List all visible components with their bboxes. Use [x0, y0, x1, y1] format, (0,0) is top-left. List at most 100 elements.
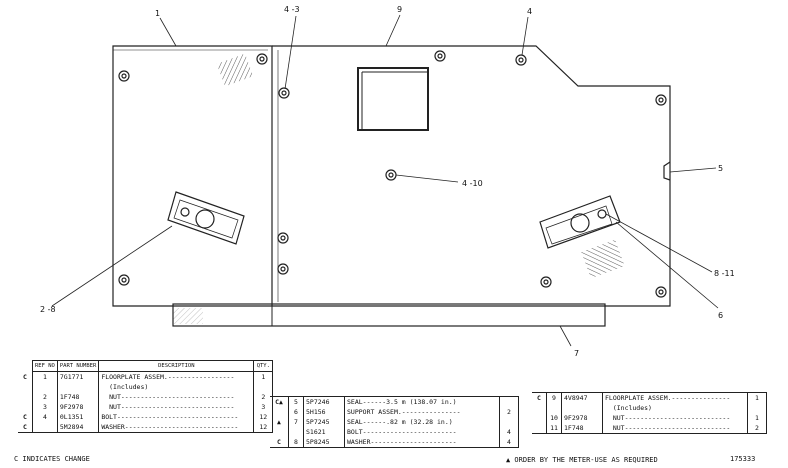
quantity: 1 [253, 371, 274, 382]
bolt-hole [515, 54, 527, 66]
quantity: 4 [499, 437, 519, 448]
table-row: C 5M2894 WASHER-------------------------… [18, 422, 274, 433]
callout-7: 7 [574, 349, 579, 358]
part-number: 1F748 [561, 423, 603, 434]
table-row: C 1 7G1771 FLOORPLATE ASSEM.------------… [18, 371, 274, 382]
description: BOLT------------------------ [347, 428, 457, 436]
texture-patch-right [581, 239, 625, 279]
table-row: C 8 5P8245 WASHER---------------------- … [270, 437, 519, 448]
callout-6: 6 [718, 311, 723, 320]
callout-5: 5 [718, 164, 723, 173]
bolt-hole [256, 53, 268, 65]
bolt-hole [278, 87, 290, 99]
part-number [561, 403, 603, 413]
quantity [499, 396, 519, 407]
change-mark [18, 392, 33, 402]
callout-1: 1 [155, 9, 160, 18]
parts-table-3: C 9 4V8947 FLOORPLATE ASSEM.------------… [532, 392, 767, 434]
description: WASHER----------------------------- [101, 423, 239, 431]
header-desc: DESCRIPTION [98, 360, 255, 372]
change-mark [18, 402, 33, 412]
ref-no [546, 403, 562, 413]
ref-no [32, 422, 58, 433]
change-mark [18, 382, 33, 392]
ref-no: 6 [288, 407, 304, 417]
part-number: 0L1351 [57, 412, 100, 422]
callout-4-10: 4 -10 [462, 179, 483, 188]
bolt-hole [118, 70, 130, 82]
description: NUT----------------------------- [101, 403, 235, 411]
table-row: C 4 0L1351 BOLT-------------------------… [18, 412, 274, 422]
header-part: PART NUMBER [56, 360, 100, 372]
description: FLOORPLATE ASSEM.--------------- [605, 394, 731, 402]
ref-no: 10 [546, 413, 562, 423]
parts-table-1: REF NO PART NUMBER DESCRIPTION QTY. C 1 … [18, 360, 274, 433]
callout-4: 4 [527, 7, 532, 16]
ref-no: 7 [288, 417, 304, 427]
part-number: 1F748 [57, 392, 100, 402]
description: FLOORPLATE ASSEM.----------------- [101, 373, 235, 381]
change-mark [270, 407, 289, 417]
table-row: (Includes) [532, 403, 767, 413]
description: (Includes) [101, 383, 149, 391]
description: SEAL------3.5 m (138.07 in.) [347, 398, 457, 406]
part-number: 9F2978 [561, 413, 603, 423]
table-row: C▲ 5 5P7246 SEAL------3.5 m (138.07 in.) [270, 396, 519, 407]
ref-no: 2 [32, 392, 58, 402]
bolt-hole [540, 276, 552, 288]
header-ref: REF NO [32, 360, 58, 372]
part-number: 4V8947 [561, 392, 603, 403]
table-row: 6 5H156 SUPPORT ASSEM.--------------- 2 [270, 407, 519, 417]
quantity: 12 [253, 422, 274, 433]
callout-2-8: 2 -8 [40, 305, 56, 314]
ref-no [32, 382, 58, 392]
part-number: S1621 [303, 427, 345, 437]
change-mark: C [23, 413, 27, 421]
part-number: 9F2978 [57, 402, 100, 412]
seal-tab [663, 161, 671, 181]
part-number: 5H156 [303, 407, 345, 417]
description: NUT----------------------------- [101, 393, 235, 401]
table-row: 3 9F2978 NUT----------------------------… [18, 402, 274, 412]
quantity [499, 417, 519, 427]
bolt-hole [118, 274, 130, 286]
quantity: 2 [253, 392, 274, 402]
table-row: 11 1F748 NUT--------------------------- … [532, 423, 767, 434]
change-mark [270, 427, 289, 437]
support-assembly-left [167, 191, 245, 245]
bolt-hole [655, 286, 667, 298]
description: SEAL------.82 m (32.28 in.) [347, 418, 453, 426]
table-row: 10 9F2978 NUT---------------------------… [532, 413, 767, 423]
part-number: 5P7245 [303, 417, 345, 427]
callout-4-3: 4 -3 [284, 5, 300, 14]
ref-no: 8 [288, 437, 304, 448]
change-mark: C [23, 372, 27, 381]
leader-lines [51, 14, 719, 347]
bolt-hole [655, 94, 667, 106]
ref-no: 9 [546, 392, 562, 403]
bolt-hole [385, 169, 397, 181]
table-row: S1621 BOLT------------------------ 4 [270, 427, 519, 437]
description: NUT--------------------------- [605, 414, 731, 422]
ref-no: 5 [288, 396, 304, 407]
ref-no: 4 [32, 412, 58, 422]
table-row: ▲ 7 5P7245 SEAL------.82 m (32.28 in.) [270, 417, 519, 427]
part-number: 7G1771 [57, 371, 100, 382]
ref-no: 11 [546, 423, 562, 434]
quantity: 2 [747, 423, 767, 434]
change-note: C INDICATES CHANGE [14, 455, 90, 463]
parts-table-2: C▲ 5 5P7246 SEAL------3.5 m (138.07 in.)… [270, 396, 519, 448]
part-number: 5M2894 [57, 422, 100, 433]
floorplate-left [112, 45, 273, 307]
bolt-hole [277, 232, 289, 244]
table-header: REF NO PART NUMBER DESCRIPTION QTY. [18, 360, 274, 372]
quantity [747, 403, 767, 413]
table-row: C 9 4V8947 FLOORPLATE ASSEM.------------… [532, 392, 767, 403]
description: NUT--------------------------- [605, 424, 731, 432]
part-number [57, 382, 100, 392]
quantity: 1 [747, 413, 767, 423]
change-mark: C [277, 438, 281, 446]
change-mark: C [537, 394, 541, 402]
ref-no [288, 427, 304, 437]
